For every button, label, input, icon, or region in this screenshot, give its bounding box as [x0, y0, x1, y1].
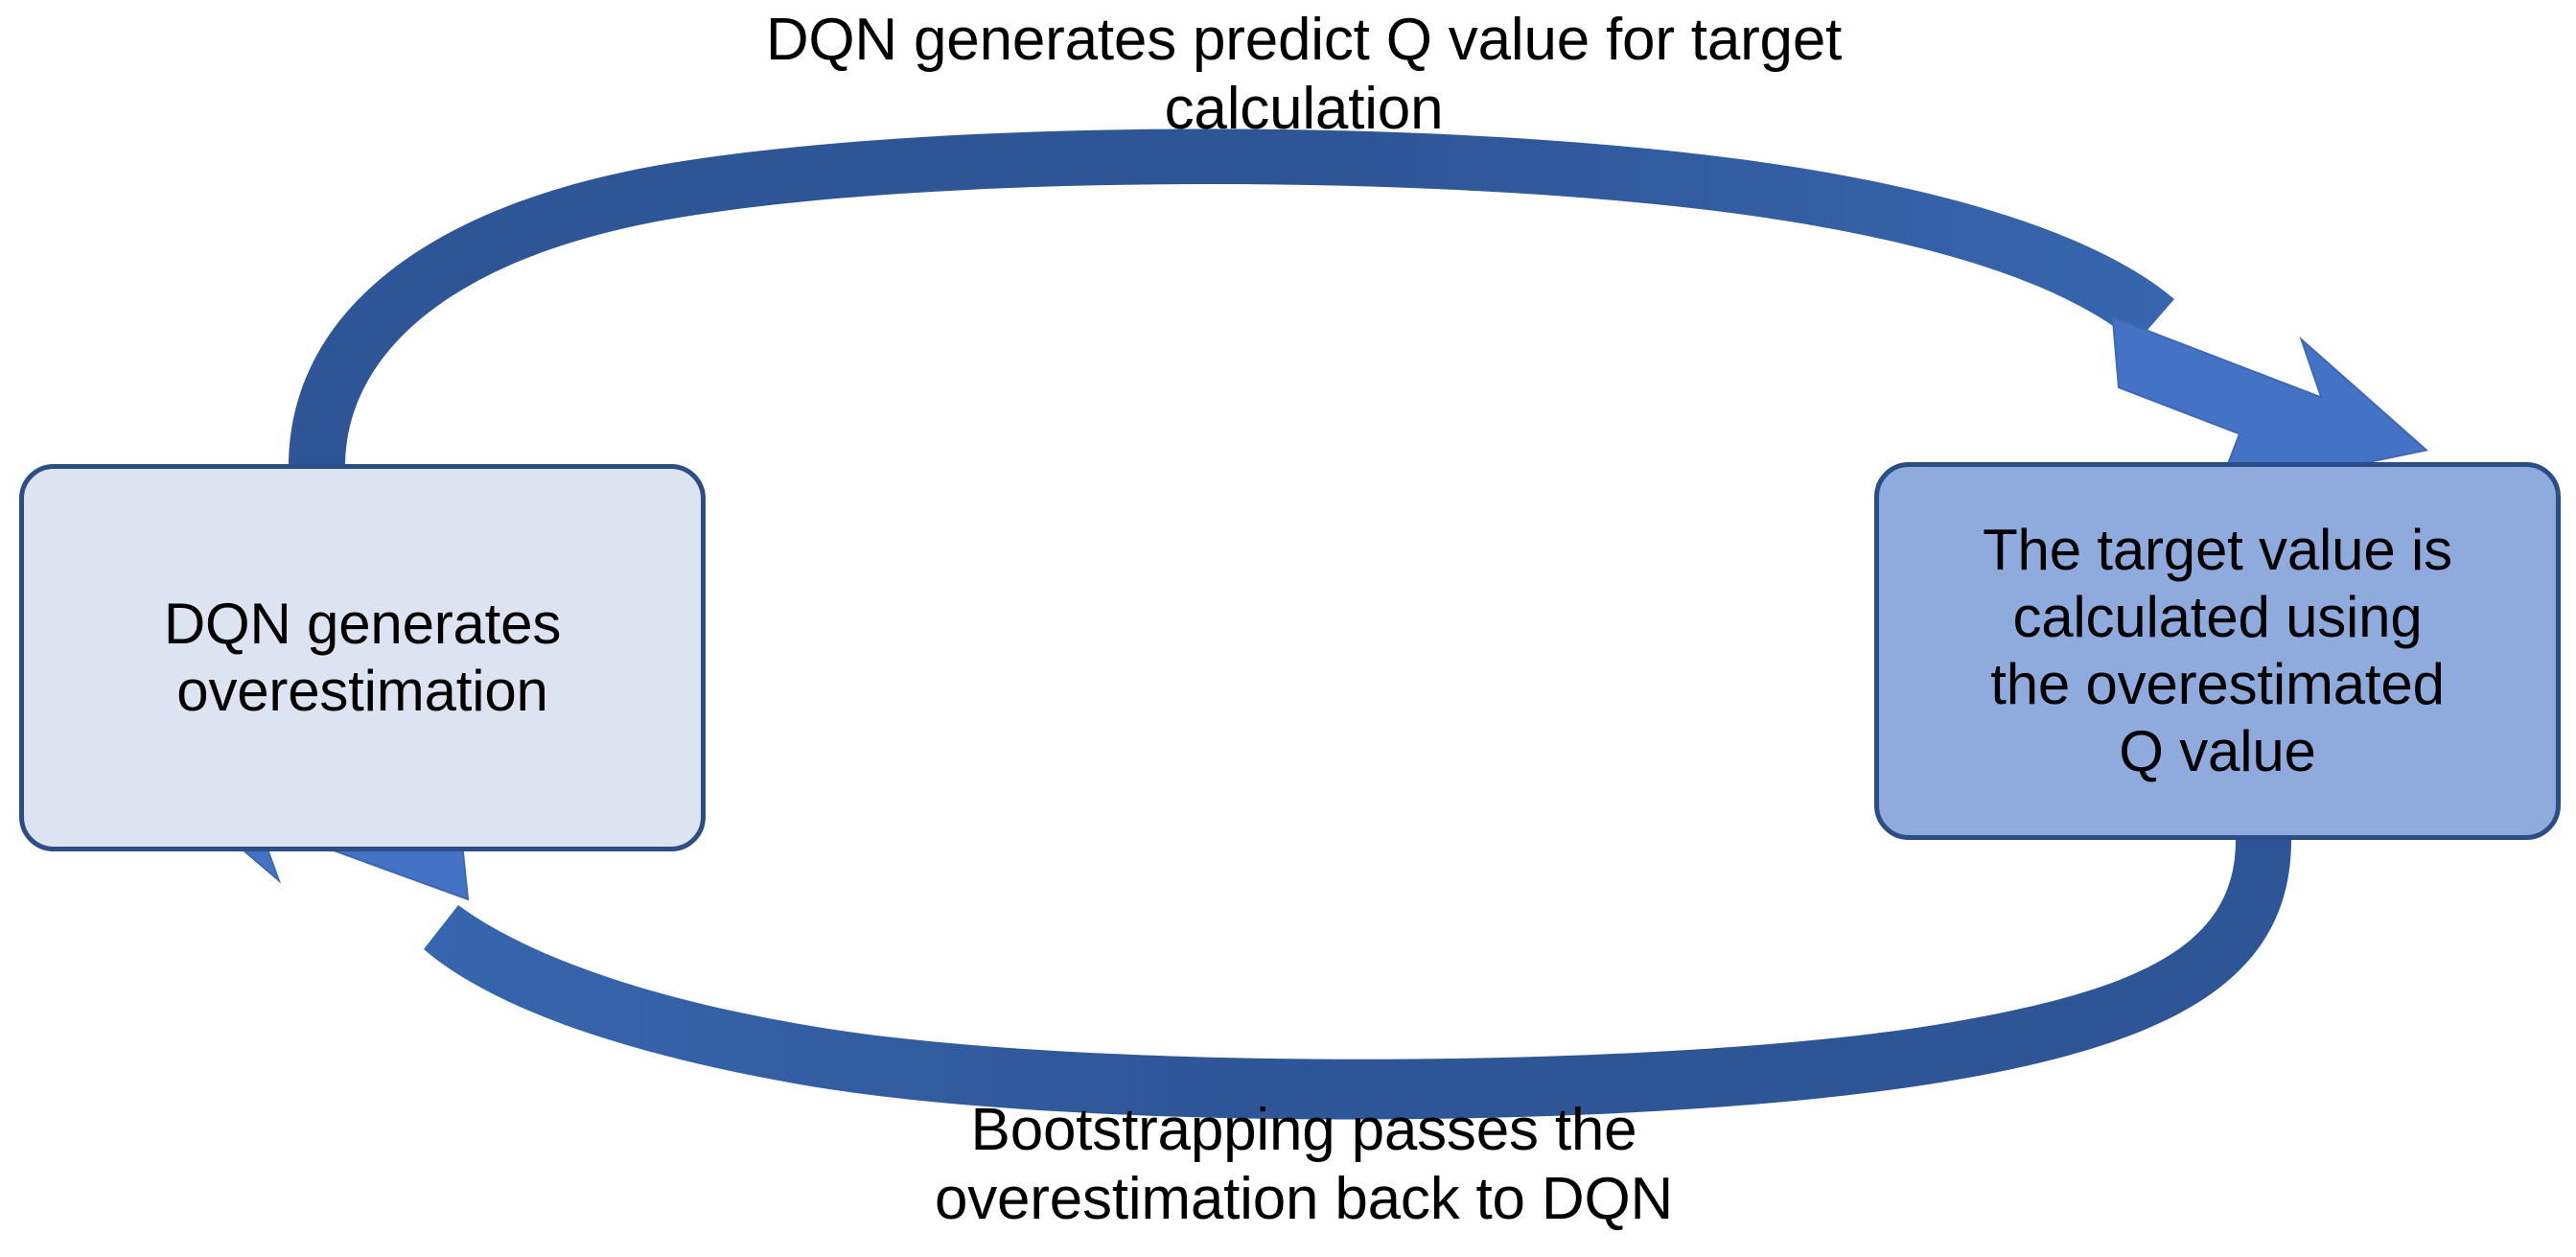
top-edge-label: DQN generates predict Q value for target… [765, 7, 1843, 142]
node-dqn-generates-overestimation[interactable]: DQN generates overestimation [19, 464, 706, 851]
top-arrow-tail [289, 128, 2174, 467]
node-target-value-calculated[interactable]: The target value is calculated using the… [1874, 462, 2561, 840]
node-target-label: The target value is calculated using the… [1983, 517, 2452, 784]
node-dqn-label: DQN generates overestimation [163, 591, 562, 723]
bottom-edge-label: Bootstrapping passes the overestimation … [934, 1097, 1674, 1232]
bottom-arrow-tail [424, 840, 2291, 1120]
